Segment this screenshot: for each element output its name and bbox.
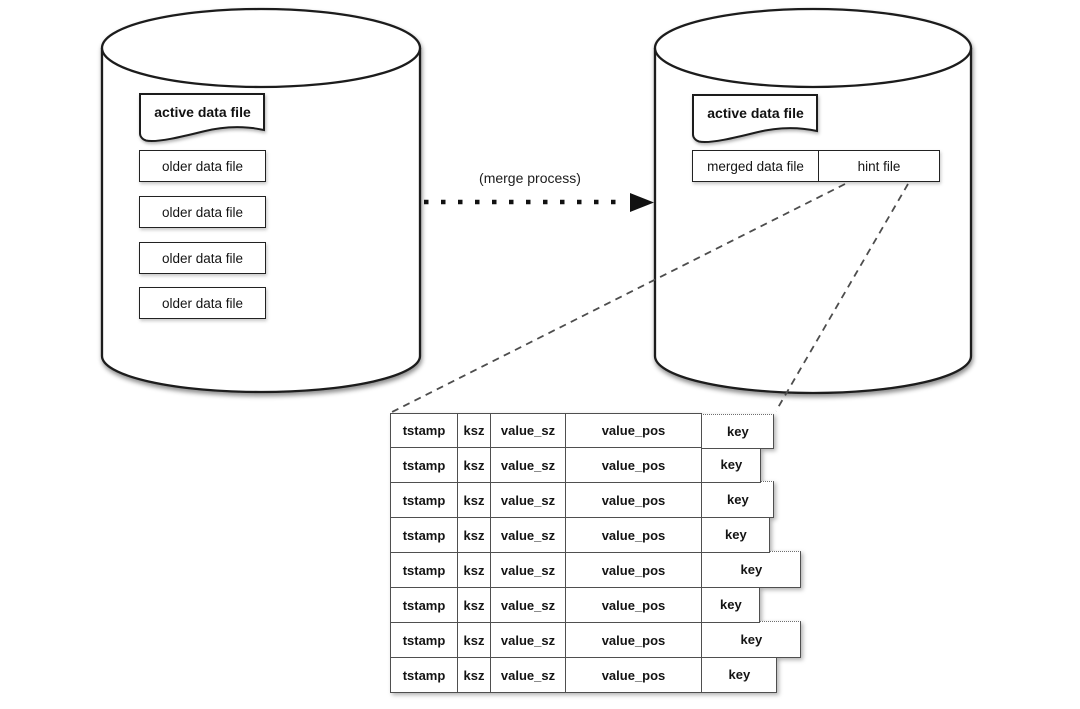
hint-table-cell-key: key <box>701 414 775 449</box>
hint-file-box: hint file <box>857 158 901 174</box>
hint-table-cell-ksz: ksz <box>458 658 491 692</box>
hint-record-row: tstamp ksz value_sz value_pos key <box>390 551 802 588</box>
hint-table-cell-tstamp: tstamp <box>391 483 458 517</box>
hint-table-cell-value-pos: value_pos <box>601 492 666 508</box>
hint-table-cell-key: key <box>701 481 775 518</box>
hint-table-cell-ksz: ksz <box>458 448 491 482</box>
hint-table-cell-value-pos: value_pos <box>601 423 666 438</box>
hint-table-cell-value-sz: value_sz <box>491 553 566 587</box>
hint-table-cell-key: key <box>701 446 762 483</box>
hint-table-cell-tstamp: tstamp <box>391 448 458 482</box>
hint-table-cell-ksz: ksz <box>458 518 491 552</box>
hint-table-cell-tstamp: tstamp <box>391 518 458 552</box>
hint-table-cell-ksz: ksz <box>458 553 491 587</box>
hint-record-row: tstamp ksz value_sz value_pos key <box>390 621 802 658</box>
hint-table-cell-value-sz: value_sz <box>491 448 566 482</box>
hint-record-row: tstamp ksz value_sz value_pos key <box>390 446 762 483</box>
hint-file-connector-lines <box>391 183 909 413</box>
older-data-file-box-2: older data file <box>139 196 266 228</box>
hint-table-cell-value-sz: value_sz <box>491 623 566 657</box>
hint-file-record-table: tstamp ksz value_sz value_pos key tstamp… <box>390 413 820 698</box>
hint-table-cell-value-sz: value_sz <box>491 518 566 552</box>
hint-record-row: tstamp ksz value_sz value_pos key <box>390 413 775 449</box>
hint-table-cell-tstamp: tstamp <box>391 588 458 622</box>
hint-table-cell-value-pos: value_pos <box>601 457 666 473</box>
hint-table-cell-value-pos: value_pos <box>601 597 666 613</box>
hint-table-cell-key: key <box>701 621 802 658</box>
hint-table-cell-value-sz: value_sz <box>491 658 566 692</box>
hint-table-cell-value-pos: value_pos <box>601 527 666 543</box>
merge-arrowhead <box>630 193 654 212</box>
hint-record-row: tstamp ksz value_sz value_pos key <box>390 516 771 553</box>
merged-and-hint-file-row: merged data file hint file <box>692 150 940 182</box>
hint-table-cell-key: key <box>701 516 771 553</box>
hint-record-row: tstamp ksz value_sz value_pos key <box>390 586 761 623</box>
older-data-file-box-3: older data file <box>139 242 266 274</box>
right-database-cylinder <box>653 7 973 395</box>
hint-table-cell-ksz: ksz <box>458 623 491 657</box>
hint-table-cell-ksz: ksz <box>458 483 491 517</box>
merge-process-label: (merge process) <box>479 170 581 186</box>
hint-table-cell-value-pos: value_pos <box>601 667 666 683</box>
hint-table-cell-value-pos: value_pos <box>601 632 666 648</box>
hint-table-cell-tstamp: tstamp <box>391 553 458 587</box>
older-data-file-box-1: older data file <box>139 150 266 182</box>
hint-connector-right <box>775 183 909 412</box>
hint-record-row: tstamp ksz value_sz value_pos key <box>390 656 778 693</box>
hint-table-cell-key: key <box>701 551 802 588</box>
hint-table-cell-value-sz: value_sz <box>491 588 566 622</box>
hint-table-cell-value-sz: value_sz <box>491 483 566 517</box>
hint-table-cell-ksz: ksz <box>458 588 491 622</box>
hint-table-cell-key: key <box>701 586 761 623</box>
older-data-file-box-4: older data file <box>139 287 266 319</box>
hint-table-cell-value-sz: value_sz <box>491 414 566 447</box>
hint-table-cell-value-pos: value_pos <box>601 562 666 578</box>
hint-table-cell-tstamp: tstamp <box>391 658 458 692</box>
hint-table-cell-tstamp: tstamp <box>391 414 458 447</box>
hint-connector-left <box>391 183 846 413</box>
hint-table-cell-tstamp: tstamp <box>391 623 458 657</box>
merged-data-file-box: merged data file <box>693 151 819 181</box>
hint-table-cell-key: key <box>701 656 778 693</box>
merge-arrow <box>424 193 654 212</box>
hint-table-cell-ksz: ksz <box>458 414 491 447</box>
hint-record-row: tstamp ksz value_sz value_pos key <box>390 481 775 518</box>
